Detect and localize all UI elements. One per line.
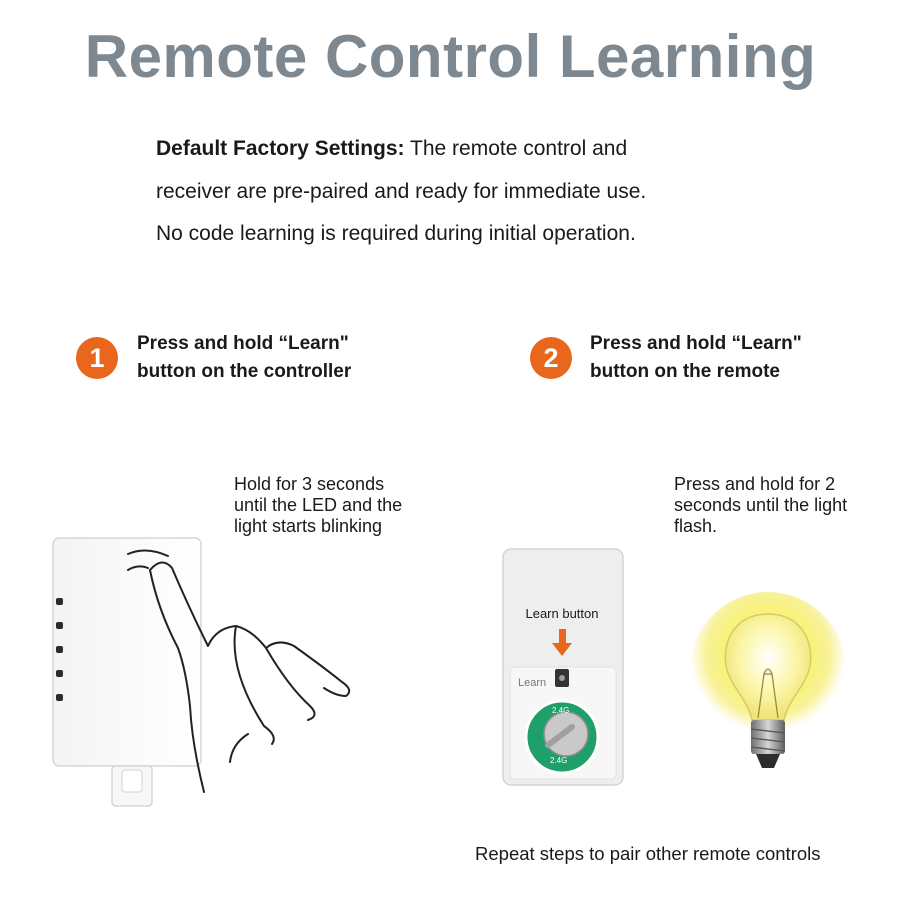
step-1-note-line: Hold for 3 seconds bbox=[234, 474, 385, 494]
step-2-line-2: button on the remote bbox=[590, 361, 780, 382]
step-2-note-line: seconds until the light bbox=[674, 495, 848, 515]
lightbulb-icon bbox=[690, 592, 846, 768]
learn-button-dot bbox=[559, 675, 565, 681]
step-1-instruction: Press and hold “Learn" button on the con… bbox=[137, 330, 351, 386]
step-2-note-line: flash. bbox=[674, 516, 718, 536]
learn-button-callout: Learn button bbox=[525, 606, 598, 621]
hand-icon bbox=[127, 549, 351, 793]
step-2-note: Press and hold for 2 seconds until the l… bbox=[674, 474, 847, 537]
intro-line-1: Default Factory Settings: The remote con… bbox=[156, 137, 627, 161]
footer-note: Repeat steps to pair other remote contro… bbox=[475, 843, 821, 864]
step-1-line-1: Press and hold “Learn" bbox=[137, 333, 349, 354]
controller-box bbox=[52, 537, 202, 807]
battery-clip bbox=[545, 724, 575, 748]
step-1-number-badge: 1 bbox=[76, 337, 118, 379]
controller-illustration bbox=[52, 537, 351, 807]
step-1-line-2: button on the controller bbox=[137, 361, 352, 382]
page-title: Remote Control Learning bbox=[84, 23, 817, 90]
controller-vent-slots bbox=[56, 598, 63, 701]
pcb-label-top: 2.4G bbox=[552, 706, 569, 715]
step-2-number-badge: 2 bbox=[530, 337, 572, 379]
step-1-note-line: until the LED and the bbox=[234, 495, 403, 515]
step-2-instruction: Press and hold “Learn" button on the rem… bbox=[590, 330, 802, 386]
arrow-down-icon bbox=[552, 629, 572, 656]
remote-illustration: Learn button Learn 2.4G 2.4G bbox=[502, 548, 624, 786]
step-2-line-1: Press and hold “Learn" bbox=[590, 333, 802, 354]
intro-line-2: receiver are pre-paired and ready for im… bbox=[156, 180, 647, 203]
learn-button-label: Learn bbox=[518, 677, 546, 689]
intro-line-3: No code learning is required during init… bbox=[156, 222, 636, 245]
step-1-note-line: light starts blinking bbox=[234, 516, 383, 536]
intro-bold-label: Default Factory Settings: bbox=[156, 137, 405, 160]
bulb-base bbox=[750, 720, 786, 768]
step-2-note-line: Press and hold for 2 bbox=[674, 474, 836, 494]
pcb-label-bottom: 2.4G bbox=[550, 756, 567, 765]
step-1-note: Hold for 3 seconds until the LED and the… bbox=[234, 474, 402, 537]
intro-line-1-text: The remote control and bbox=[404, 137, 628, 160]
bulb-filament bbox=[757, 668, 779, 719]
